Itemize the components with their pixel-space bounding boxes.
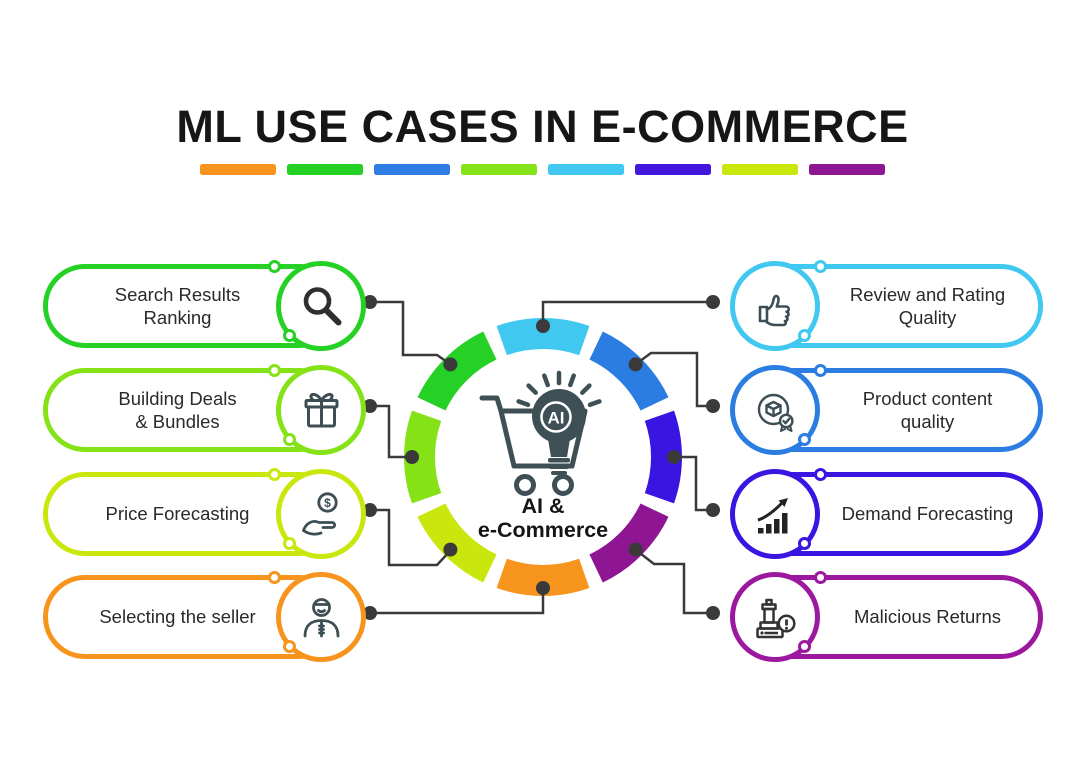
connector-dot <box>363 295 377 309</box>
connector-dots <box>363 295 720 620</box>
connector-dot <box>363 399 377 413</box>
connector-dot <box>706 399 720 413</box>
connector-line <box>370 508 451 567</box>
connector-dot <box>443 357 458 372</box>
junction-dot <box>283 329 296 342</box>
connector-dot <box>706 295 720 309</box>
junction-dot <box>268 260 281 273</box>
junction-dot <box>814 468 827 481</box>
connector-dot <box>667 450 681 464</box>
ring-segment-right <box>644 410 682 504</box>
connectors <box>363 295 720 620</box>
pill-demand-forecasting: Demand Forecasting <box>730 468 1043 559</box>
title-dash <box>287 164 363 175</box>
junction-dot <box>814 364 827 377</box>
gift-icon-badge <box>276 365 366 455</box>
connector-line <box>370 404 412 459</box>
connector-line <box>635 549 713 615</box>
junction-dot <box>283 433 296 446</box>
pill-label: Review and Rating Quality <box>849 283 1006 328</box>
junction-dot <box>268 571 281 584</box>
connector-dot <box>536 581 550 595</box>
ring-segment-top-left <box>417 331 497 411</box>
product-box-badge-icon <box>757 393 794 432</box>
title-dash <box>809 164 885 175</box>
junction-dot <box>798 537 811 550</box>
connector-dot <box>628 357 643 372</box>
pill-label: Malicious Returns <box>853 606 1002 628</box>
growth-chart-icon <box>757 498 788 534</box>
ring-segment-left <box>404 410 442 504</box>
pill-label: Selecting the seller <box>99 606 256 628</box>
junction-dot <box>798 640 811 653</box>
center-ring <box>404 318 682 596</box>
ring-segment-top-right <box>589 331 669 411</box>
title-dash <box>722 164 798 175</box>
title-dash <box>374 164 450 175</box>
connector-line <box>370 300 451 366</box>
connector-line <box>635 351 713 408</box>
junction-dot <box>283 537 296 550</box>
pill-label: Price Forecasting <box>105 503 250 525</box>
ring-segment-bottom <box>496 558 590 596</box>
connector-dot <box>363 606 377 620</box>
title-dash <box>635 164 711 175</box>
svg-text:AI: AI <box>548 409 565 428</box>
title-dash <box>461 164 537 175</box>
hand-coin-icon: $ <box>302 492 338 536</box>
ring-segment-top <box>496 318 590 356</box>
pill-review-rating-quality: Review and Rating Quality <box>730 260 1043 351</box>
returns-warning-icon <box>756 598 796 639</box>
ring-segment-bottom-right <box>589 503 669 583</box>
junction-dot <box>268 468 281 481</box>
junction-dot <box>798 433 811 446</box>
title-dash <box>200 164 276 175</box>
connector-dot <box>706 606 720 620</box>
junction-dot <box>798 329 811 342</box>
connector-line <box>370 589 545 615</box>
pill-malicious-returns: Malicious Returns <box>730 571 1043 662</box>
connector-dot <box>628 542 643 557</box>
pill-label: Product content quality <box>862 387 993 432</box>
connector-dot <box>706 503 720 517</box>
title-underline <box>0 164 1085 175</box>
thumbs-up-icon <box>758 294 791 327</box>
connector-dot <box>536 319 550 333</box>
junction-dot <box>268 364 281 377</box>
connector-dot <box>443 542 458 557</box>
connector-dot <box>363 503 377 517</box>
junction-dot <box>283 640 296 653</box>
junction-dot <box>814 571 827 584</box>
pill-label: Demand Forecasting <box>841 503 1014 525</box>
pill-label: Building Deals & Bundles <box>118 387 237 432</box>
connector-line <box>541 300 713 326</box>
center-label: AI & e-Commerce <box>477 494 609 542</box>
gift-icon <box>304 393 339 428</box>
pill-selecting-the-seller: Selecting the seller <box>43 571 366 662</box>
pill-label: Search Results Ranking <box>114 283 241 328</box>
page-title: ML USE CASES IN E-COMMERCE <box>176 101 909 152</box>
pill-price-forecasting: Price Forecasting $ <box>43 468 366 559</box>
connector-line <box>674 455 713 512</box>
search-icon <box>303 287 342 326</box>
svg-text:$: $ <box>324 496 331 510</box>
connector-dot <box>405 450 419 464</box>
pill-building-deals-bundles: Building Deals & Bundles <box>43 364 366 455</box>
seller-person-icon <box>303 598 340 638</box>
title-dash <box>548 164 624 175</box>
pill-search-results-ranking: Search Results Ranking <box>43 260 366 351</box>
ai-lightbulb-shopping-cart-icon: AI <box>479 370 602 496</box>
junction-dot <box>814 260 827 273</box>
ring-segment-bottom-left <box>417 503 497 583</box>
pill-product-content-quality: Product content quality <box>730 364 1043 455</box>
